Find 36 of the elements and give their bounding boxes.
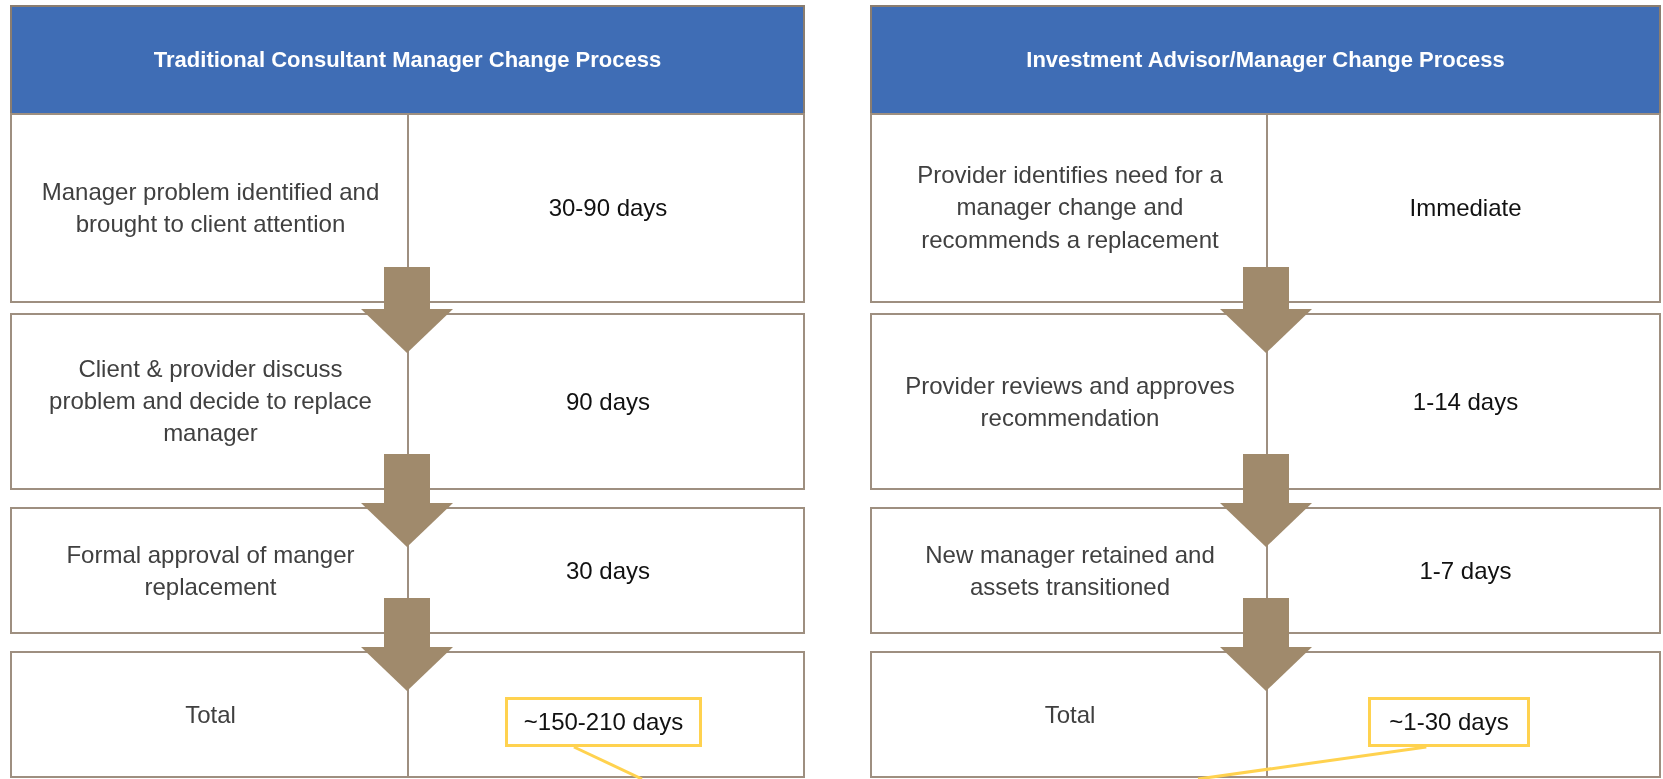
leader-line (573, 745, 643, 779)
arrow (361, 267, 453, 353)
duration-text: Immediate (1409, 192, 1522, 223)
arrow (1220, 454, 1312, 547)
step-text: Total (1044, 699, 1096, 730)
step-text: Formal approval of manger replacement (65, 539, 356, 602)
leader-line (1197, 745, 1427, 779)
arrow (361, 598, 453, 691)
highlight-callout: ~150-210 days (505, 697, 702, 747)
step-row (10, 113, 805, 303)
duration-text: 30-90 days (548, 192, 668, 223)
step-text: Client & provider discuss problem and decide to replace manager (48, 353, 373, 449)
step-text: New manager retained and assets transitioned (924, 539, 1216, 602)
arrow (1220, 598, 1312, 691)
table-header (10, 5, 805, 115)
step-text: Provider identifies need for a manager change and recommends a replacement (916, 160, 1224, 256)
step-row (10, 651, 805, 778)
step-row (870, 651, 1661, 778)
arrow (1220, 267, 1312, 353)
step-row (10, 313, 805, 490)
step-row (870, 113, 1661, 303)
highlight-callout: ~1-30 days (1368, 697, 1530, 747)
step-text: Total (185, 699, 236, 730)
table-header (870, 5, 1661, 115)
duration-text: 1-7 days (1419, 555, 1512, 586)
header-title: Investment Advisor/Manager Change Process (1026, 46, 1505, 75)
duration-text: 1-14 days (1412, 386, 1519, 417)
step-row (10, 507, 805, 634)
step-row (870, 507, 1661, 634)
step-row (870, 313, 1661, 490)
duration-text: 30 days (565, 555, 651, 586)
step-text: Manager problem identified and brought to client attention (40, 176, 381, 239)
step-text: Provider reviews and approves recommendation (904, 370, 1236, 433)
arrow (361, 454, 453, 547)
header-title: Traditional Consultant Manager Change Process (153, 46, 662, 75)
duration-text: 90 days (565, 386, 651, 417)
